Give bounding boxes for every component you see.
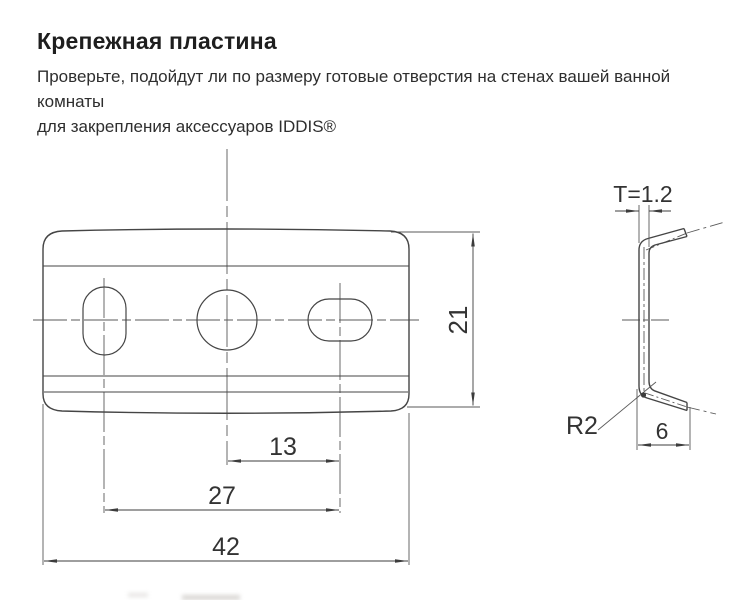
description-line-1: Проверьте, подойдут ли по размеру готовы…	[37, 67, 671, 111]
plate-outline	[42, 228, 410, 414]
section-tip-top	[683, 228, 688, 237]
page-title: Крепежная пластина	[37, 28, 277, 54]
header: Крепежная пластина Проверьте, подойдут л…	[37, 28, 727, 139]
dim-text-21: 21	[443, 306, 473, 335]
dim-text-13: 13	[269, 433, 297, 461]
section-outer-profile	[638, 227, 688, 412]
hole-left-oblong	[82, 286, 127, 356]
section-inner-profile	[648, 235, 688, 404]
dim-text-42: 42	[212, 533, 240, 561]
hole-center-circle	[196, 289, 258, 351]
radius-leader-line	[597, 381, 657, 431]
dim-text-depth: 6	[656, 418, 669, 444]
flange-depth-dimension: 6	[636, 389, 691, 450]
dim-text-thickness: T=1.2	[613, 181, 672, 207]
flange-bottom-centerline-extension	[686, 406, 717, 415]
flange-bottom-centerline	[644, 392, 688, 408]
front-view: 21 13 27 42	[33, 149, 480, 565]
description: Проверьте, подойдут ли по размеру готовы…	[37, 64, 727, 139]
flange-top-centerline-extension	[686, 222, 724, 234]
bottom-crop-artifact	[128, 593, 148, 597]
radius-leader-dot	[640, 392, 647, 398]
bend-radius-callout: R2	[566, 381, 657, 440]
dim-text-27: 27	[208, 482, 236, 510]
hole-right-oblong	[307, 298, 373, 342]
thickness-dimension: T=1.2	[613, 181, 673, 247]
bottom-crop-artifact	[182, 595, 240, 600]
description-line-2: для закрепления аксессуаров IDDIS®	[37, 117, 337, 136]
side-view: T=1.2 R2 6	[566, 181, 724, 450]
dim-text-radius: R2	[566, 412, 598, 440]
